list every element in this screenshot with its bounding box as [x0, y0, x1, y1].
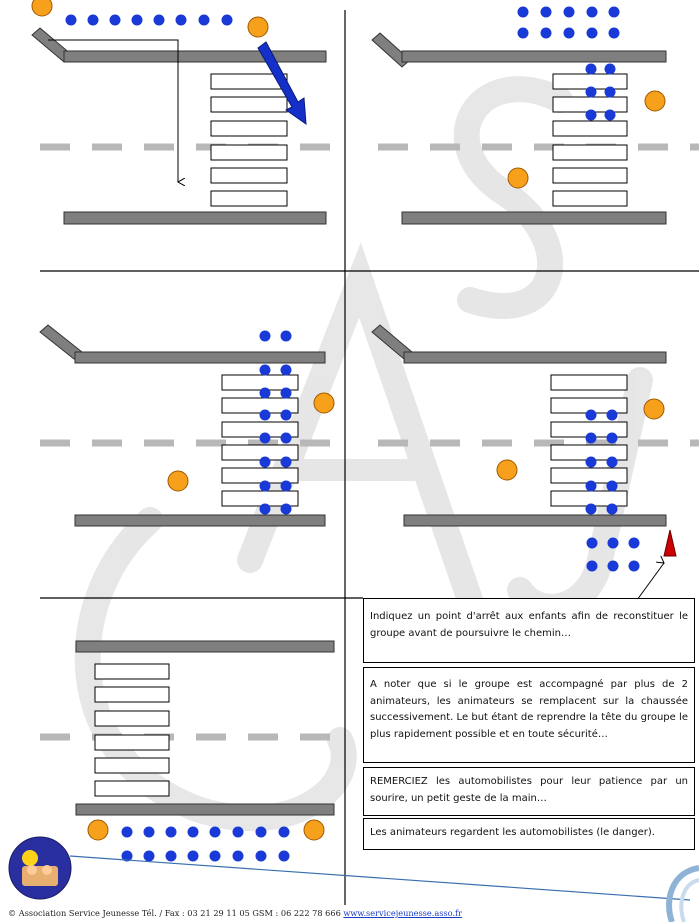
sidewalk-top: [401, 50, 667, 63]
children-crossing: [259, 330, 292, 515]
stop-point-marker: [663, 529, 677, 557]
crosswalk: [221, 374, 299, 507]
panel-step-1: [31, 0, 330, 225]
children-regrouped: [586, 537, 640, 572]
animator: [87, 819, 109, 841]
sidewalk-bottom: [63, 211, 327, 225]
crosswalk: [210, 73, 288, 207]
corner-ornament: [666, 865, 699, 922]
animator: [643, 398, 665, 420]
children-on-sidewalk: [121, 826, 290, 862]
sidewalk-bottom: [401, 211, 667, 225]
animator: [313, 392, 335, 414]
path-arrow: [48, 39, 178, 182]
watermark-s: [453, 76, 573, 319]
crosswalk: [552, 73, 628, 207]
note-watch-drivers: Les animateurs regardent les automobilis…: [363, 818, 695, 850]
children-crossing: [585, 63, 616, 121]
stop-point-pointer: [636, 563, 664, 601]
animator: [247, 16, 269, 38]
sidewalk-top: [403, 351, 667, 364]
animator: [167, 470, 189, 492]
watermark-c: [74, 507, 357, 832]
animator: [507, 167, 529, 189]
footer: © Association Service Jeunesse Tél. / Fa…: [0, 904, 699, 922]
footer-text: © Association Service Jeunesse Tél. / Fa…: [8, 908, 462, 918]
panel-step-3: [39, 324, 335, 527]
animator: [303, 819, 325, 841]
footer-line: [69, 855, 691, 901]
animator: [31, 0, 53, 17]
children-waiting: [517, 6, 620, 39]
note-stop-point: Indiquez un point d'arrêt aux enfants af…: [363, 598, 695, 663]
logo: [8, 836, 72, 900]
panel-step-5: [40, 640, 335, 862]
animator: [496, 459, 518, 481]
animator: [644, 90, 666, 112]
panel-step-2: [371, 6, 699, 225]
panel-step-4: [371, 324, 699, 601]
crosswalk: [550, 374, 628, 507]
sidewalk-bottom: [403, 514, 667, 527]
note-more-animators: A noter que si le groupe est accompagné …: [363, 667, 695, 763]
sidewalk-top: [75, 640, 335, 653]
footer-website-link[interactable]: www.servicejeunesse.asso.fr: [343, 908, 462, 918]
footer-contact: © Association Service Jeunesse Tél. / Fa…: [8, 908, 344, 918]
sidewalk-top: [74, 351, 326, 364]
crosswalk: [94, 663, 170, 797]
blue-arrow: [257, 41, 307, 126]
note-thank-drivers: REMERCIEZ les automobilistes pour leur p…: [363, 767, 695, 816]
children-crossing: [585, 409, 618, 515]
sidewalk-bottom: [75, 803, 335, 816]
children-row: [65, 14, 233, 26]
sidewalk-bottom: [74, 514, 326, 527]
sidewalk-top: [63, 50, 327, 63]
